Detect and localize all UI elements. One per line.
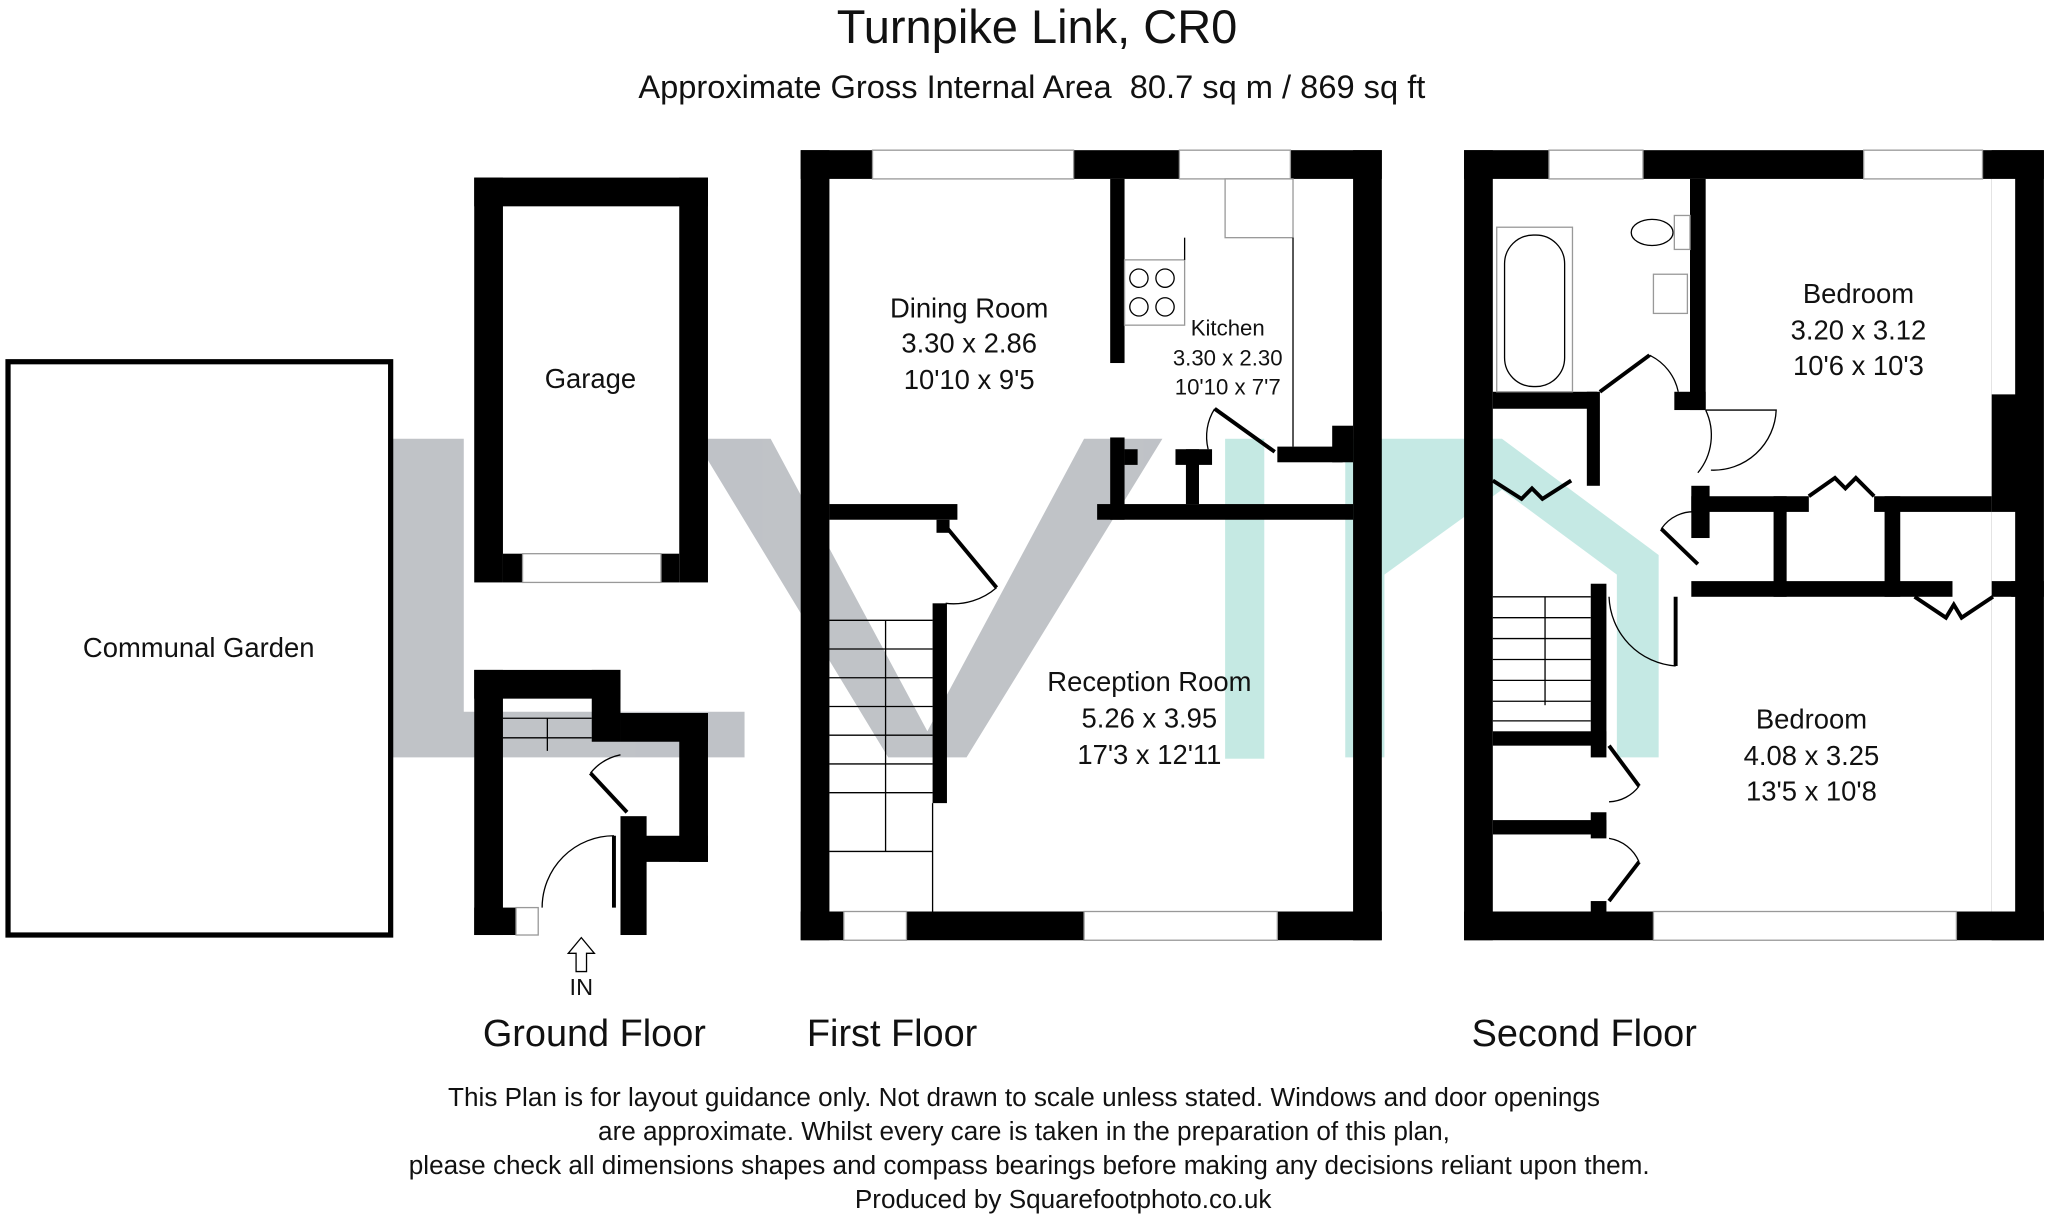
first-floor-plan xyxy=(800,149,1382,941)
second-floor-label: Second Floor xyxy=(1472,1013,1697,1055)
first-floor-label: First Floor xyxy=(807,1013,977,1055)
plan-title: Turnpike Link, CR0 xyxy=(837,0,1238,53)
reception-room-imperial: 17'3 x 12'11 xyxy=(1077,739,1221,770)
bedroom-2-name: Bedroom xyxy=(1756,704,1867,735)
bedroom-1-name: Bedroom xyxy=(1803,278,1914,309)
dining-room-imperial: 10'10 x 9'5 xyxy=(904,364,1035,395)
disclaimer-line-2: are approximate. Whilst every care is ta… xyxy=(598,1116,1450,1146)
second-floor-plan xyxy=(1464,149,2044,941)
reception-room-name: Reception Room xyxy=(1047,666,1251,697)
communal-garden xyxy=(5,359,394,938)
disclaimer-line-3: please check all dimensions shapes and c… xyxy=(409,1150,1650,1180)
kitchen-imperial: 10'10 x 7'7 xyxy=(1175,374,1281,399)
reception-room-metric: 5.26 x 3.95 xyxy=(1082,702,1218,733)
bedroom-1-imperial: 10'6 x 10'3 xyxy=(1793,350,1924,381)
ground-floor-label: Ground Floor xyxy=(483,1013,706,1055)
entrance-arrow-icon xyxy=(566,936,596,973)
kitchen-name: Kitchen xyxy=(1191,316,1265,341)
bedroom-2-imperial: 13'5 x 10'8 xyxy=(1746,776,1877,807)
garage-label: Garage xyxy=(545,363,636,394)
producer-credit: Produced by Squarefootphoto.co.uk xyxy=(855,1184,1273,1214)
disclaimer-line-1: This Plan is for layout guidance only. N… xyxy=(448,1082,1600,1112)
garage xyxy=(474,177,708,584)
dining-room-name: Dining Room xyxy=(890,292,1048,323)
kitchen-metric: 3.30 x 2.30 xyxy=(1173,346,1283,371)
dining-room-metric: 3.30 x 2.86 xyxy=(901,328,1037,359)
gross-area: Approximate Gross Internal Area 80.7 sq … xyxy=(638,68,1425,105)
bedroom-2-metric: 4.08 x 3.25 xyxy=(1744,740,1880,771)
entrance-label: IN xyxy=(570,974,594,1000)
bedroom-1-metric: 3.20 x 3.12 xyxy=(1791,315,1927,346)
ground-floor-entrance xyxy=(474,669,708,973)
garden-label: Communal Garden xyxy=(83,632,315,663)
